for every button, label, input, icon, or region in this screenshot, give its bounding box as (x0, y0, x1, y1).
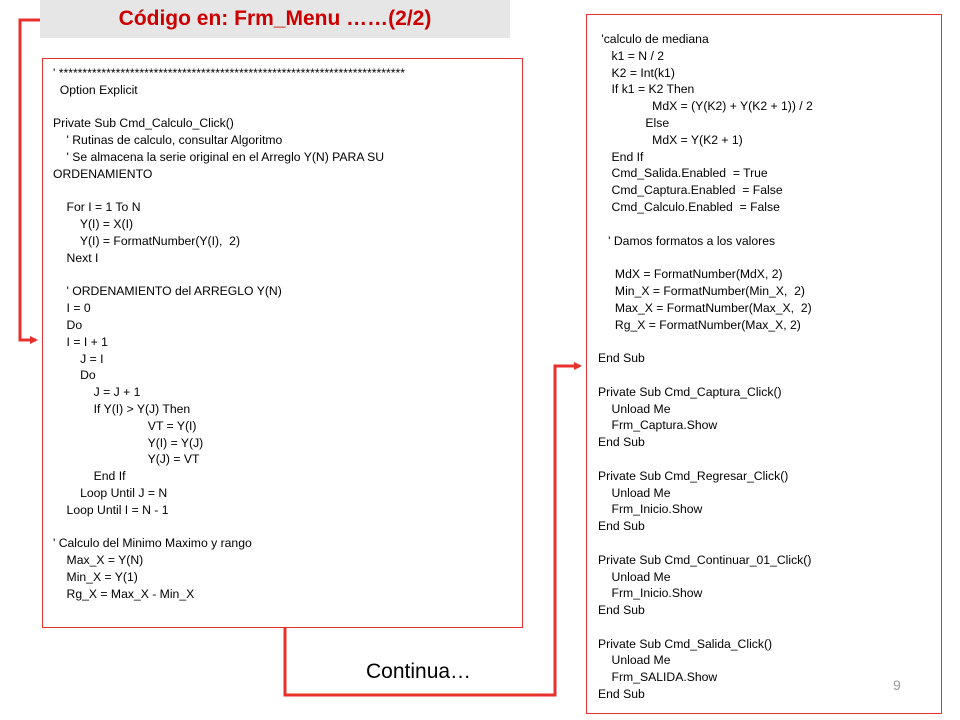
code-left-line: ' Calculo del Minimo Maximo y rango (53, 536, 252, 551)
code-right-line: Cmd_Salida.Enabled = True (598, 166, 768, 181)
code-right-line: Private Sub Cmd_Salida_Click() (598, 636, 773, 651)
code-left-line: VT = Y(I) (53, 418, 197, 433)
code-right-line: Frm_SALIDA.Show (598, 670, 718, 685)
code-left-line: For I = 1 To N (53, 200, 141, 215)
code-right-line: Unload Me (598, 569, 671, 584)
code-right-line: If k1 = K2 Then (598, 82, 695, 97)
code-left-line: I = I + 1 (53, 334, 108, 349)
code-left-line: Min_X = Y(1) (53, 569, 138, 584)
code-right-line: Max_X = FormatNumber(Max_X, 2) (598, 300, 812, 315)
code-left-line: Y(J) = VT (53, 452, 200, 467)
continue-label: Continua… (366, 660, 472, 683)
code-left-line: Private Sub Cmd_Calculo_Click() (53, 116, 234, 131)
code-left-line: Loop Until I = N - 1 (53, 502, 169, 517)
code-right-line: Private Sub Cmd_Continuar_01_Click() (598, 552, 812, 567)
code-right-line: Rg_X = FormatNumber(Max_X, 2) (598, 317, 801, 332)
code-left-line: ' **************************************… (53, 66, 405, 80)
code-left-line: End If (53, 469, 126, 484)
code-left-line: Rg_X = Max_X - Min_X (53, 586, 195, 601)
code-right-line: End Sub (598, 603, 645, 618)
code-right-line: MdX = (Y(K2) + Y(K2 + 1)) / 2 (598, 99, 813, 114)
code-left-line: ' ORDENAMIENTO del ARREGLO Y(N) (53, 284, 282, 299)
code-panel-right: 'calculo de mediana k1 = N / 2 K2 = Int(… (586, 14, 942, 714)
code-right-line: MdX = Y(K2 + 1) (598, 132, 743, 147)
code-left-line: I = 0 (53, 301, 91, 316)
code-left-line: ' Rutinas de calculo, consultar Algoritm… (53, 133, 283, 148)
code-left-line: Do (53, 317, 83, 332)
code-left-line: ORDENAMIENTO (53, 166, 153, 181)
code-right-line: Private Sub Cmd_Regresar_Click() (598, 468, 789, 483)
page-number: 9 (893, 677, 901, 693)
code-right-line: End If (598, 149, 644, 164)
code-right-line: Min_X = FormatNumber(Min_X, 2) (598, 283, 805, 298)
code-right-line: Private Sub Cmd_Captura_Click() (598, 384, 782, 399)
code-left-line: J = J + 1 (53, 385, 141, 400)
code-right-line: Frm_Inicio.Show (598, 502, 703, 517)
code-panel-left: ' **************************************… (42, 58, 523, 628)
code-right-line: End Sub (598, 351, 645, 366)
code-right-line: End Sub (598, 687, 645, 702)
code-left-line: Y(I) = Y(J) (53, 435, 204, 450)
code-left-line: If Y(I) > Y(J) Then (53, 401, 191, 416)
code-right-line: K2 = Int(k1) (598, 65, 675, 80)
code-right-line: k1 = N / 2 (598, 48, 665, 63)
code-right-line: Frm_Inicio.Show (598, 586, 703, 601)
code-left-line: Loop Until J = N (53, 485, 168, 500)
code-right-line: ' Damos formatos a los valores (598, 233, 776, 248)
code-left-line: Y(I) = X(I) (53, 217, 134, 232)
code-right-line: Unload Me (598, 401, 671, 416)
slide-title: Código en: Frm_Menu ……(2/2) (118, 7, 432, 30)
code-right-line: Else (598, 115, 670, 130)
code-right-line: Cmd_Calculo.Enabled = False (598, 199, 780, 214)
arrow-continue-to-right-panel (283, 362, 582, 697)
code-right-line: Unload Me (598, 485, 671, 500)
code-right-line: 'calculo de mediana (598, 32, 709, 46)
code-left-line: Next I (53, 250, 99, 265)
code-left-line: Max_X = Y(N) (53, 553, 144, 568)
code-left-line: Y(I) = FormatNumber(Y(I), 2) (53, 233, 241, 248)
code-right-line: Frm_Captura.Show (598, 418, 718, 433)
code-right-line: End Sub (598, 519, 645, 534)
code-right-line: Unload Me (598, 653, 671, 668)
code-left-line: J = I (53, 351, 104, 366)
code-right-line: End Sub (598, 435, 645, 450)
code-left-line: Option Explicit (53, 82, 138, 97)
code-left-line: Do (53, 368, 96, 383)
code-right-line: Cmd_Captura.Enabled = False (598, 183, 783, 198)
code-left-line: ' Se almacena la serie original en el Ar… (53, 149, 385, 164)
code-right-line: MdX = FormatNumber(MdX, 2) (598, 267, 783, 282)
arrow-title-to-left-panel (18, 18, 40, 344)
title-banner: Código en: Frm_Menu ……(2/2) (40, 0, 510, 38)
